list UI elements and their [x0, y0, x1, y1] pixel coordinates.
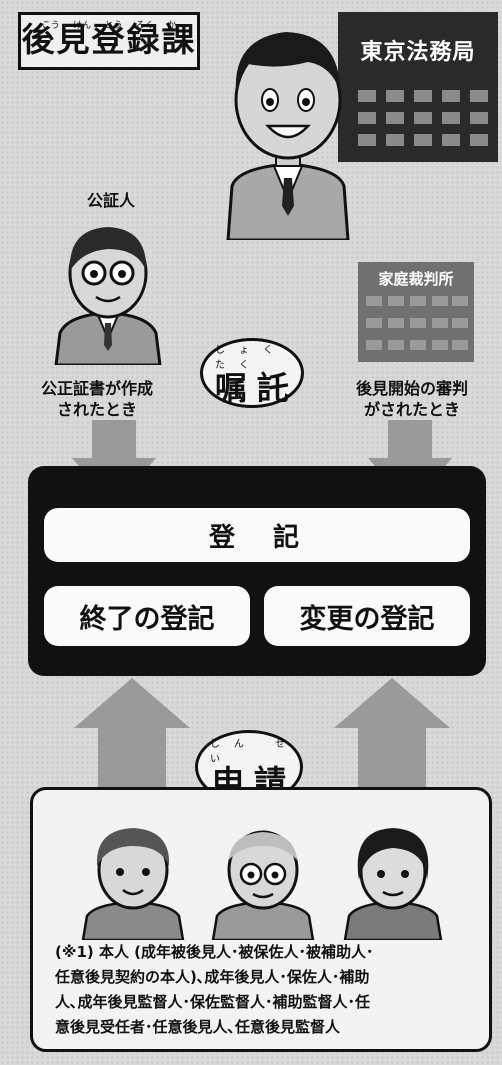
title-ruby: こう けん とう ろく か — [21, 18, 197, 31]
title-box: こう けん とう ろく か 後見登録課 — [18, 12, 200, 70]
commission-oval: しょく たく 嘱託 — [200, 338, 304, 408]
applicants-illustration — [81, 828, 443, 940]
registration-box: 登 記 — [44, 508, 470, 562]
bureau-name: 東京法務局 — [360, 40, 476, 65]
notary-label: 公証人 — [86, 191, 135, 210]
change-up-arrow — [334, 678, 450, 796]
ruby-2: けん — [73, 21, 92, 31]
page-title: 後見登録課 — [21, 20, 197, 59]
notary-down-arrow — [72, 420, 156, 508]
commission-ruby: しょく たく — [215, 345, 287, 371]
change-registration-box: 変更の登記 — [264, 586, 470, 646]
court-name: 家庭裁判所 — [378, 270, 454, 288]
termination-up-arrow — [74, 678, 190, 796]
notary-illustration — [54, 227, 162, 365]
family-court-building: 家庭裁判所 — [358, 262, 474, 362]
termination-registration-box: 終了の登記 — [44, 586, 250, 646]
application-ruby: しん せい — [210, 739, 300, 765]
ruby-5: か — [167, 21, 177, 31]
ruby-1: こう — [41, 21, 60, 31]
ruby-3: とう — [104, 21, 123, 31]
registry-panel: 登 記 終了の登記 変更の登記 — [28, 466, 486, 676]
notary-caption: 公正証書が作成 されたとき — [40, 379, 153, 419]
applicants-panel: (※1) 本人 (成年被後見人･被保佐人･被補助人･ 任意後見契約の本人)､成年… — [30, 787, 492, 1052]
commission-text: 嘱託 — [214, 369, 299, 407]
court-down-arrow — [368, 420, 452, 508]
ruby-4: ろく — [135, 21, 154, 31]
applicants-note: (※1) 本人 (成年被後見人･被保佐人･被補助人･ 任意後見契約の本人)､成年… — [55, 943, 374, 1036]
application-arrows — [74, 678, 450, 796]
court-caption: 後見開始の審判 がされたとき — [355, 379, 468, 419]
registry-officer-illustration — [226, 32, 350, 240]
elderly-man-figure — [211, 830, 315, 940]
elderly-woman-figure — [81, 828, 185, 940]
commission-arrows — [72, 420, 452, 508]
young-woman-figure — [343, 828, 443, 940]
legal-affairs-bureau-building: 東京法務局 — [338, 12, 498, 162]
